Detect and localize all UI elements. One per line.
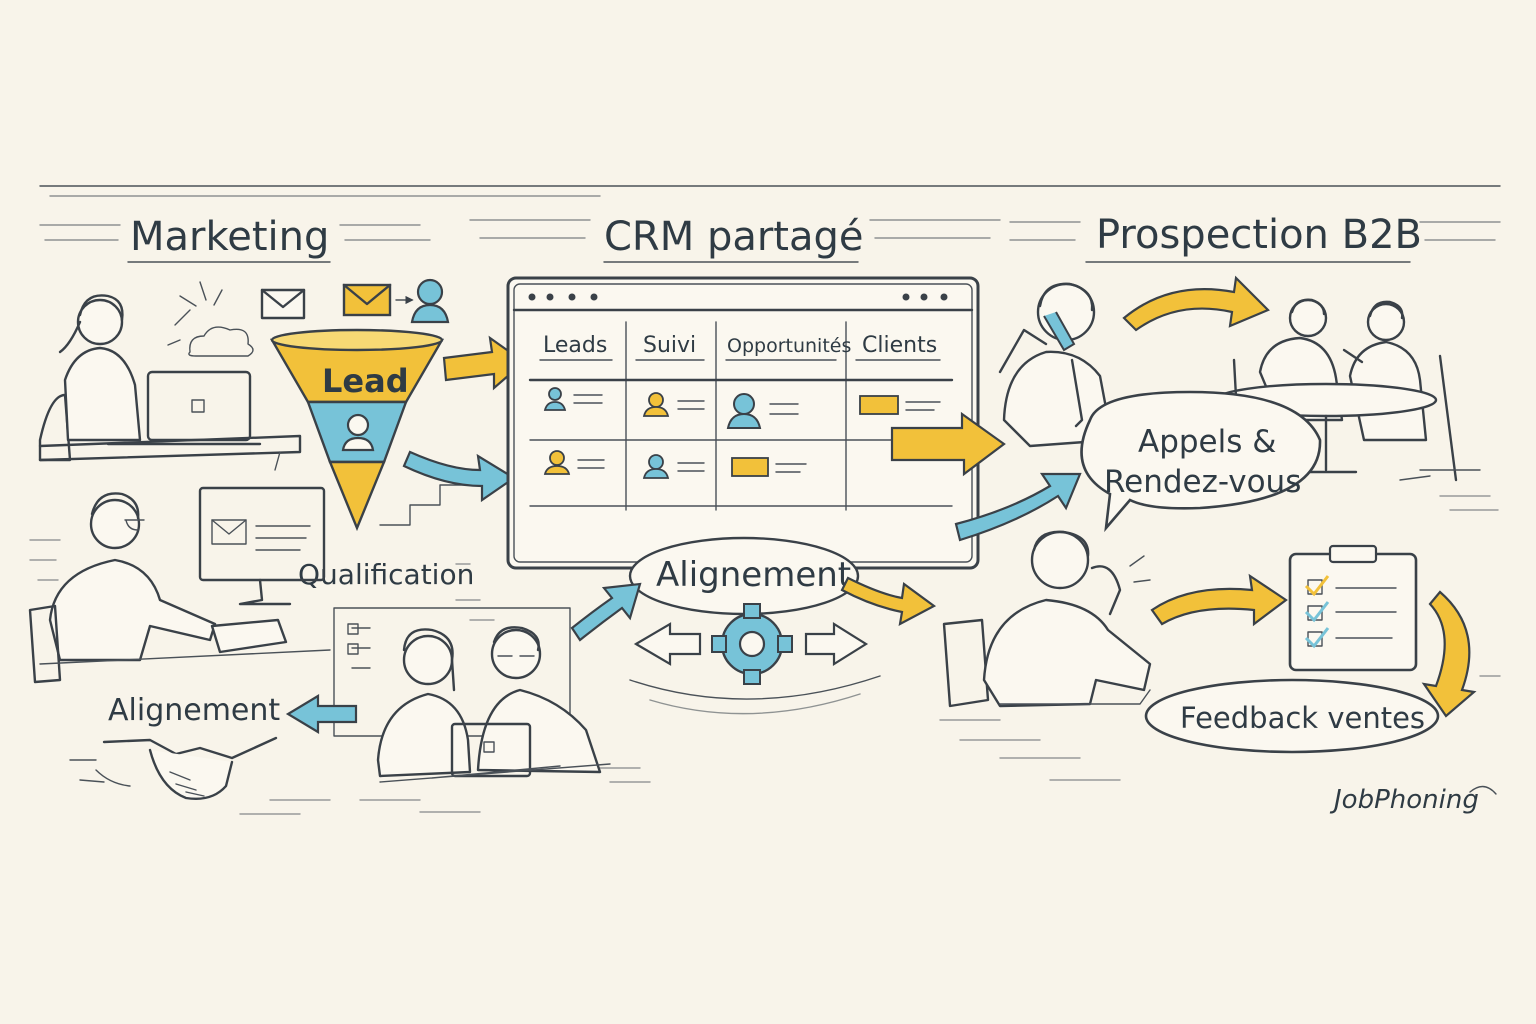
analyst-at-desktop bbox=[28, 486, 331, 684]
arrow-call-to-meeting-yellow bbox=[1122, 275, 1270, 332]
crm-column-opportunites: Opportunités bbox=[727, 335, 851, 357]
funnel-person-icon bbox=[341, 413, 375, 452]
alignment-label-left: Alignement bbox=[108, 693, 280, 728]
diagram-label: Marketing bbox=[130, 214, 329, 260]
team-meeting-at-laptop bbox=[333, 607, 611, 783]
handshake-icon bbox=[69, 736, 278, 800]
arrow-funnel-to-crm-blue bbox=[402, 450, 517, 503]
person-icon-top bbox=[410, 278, 450, 324]
window-dots bbox=[528, 293, 948, 301]
section-title-prospection: Prospection B2B bbox=[1009, 212, 1501, 263]
diagram-label: Appels & bbox=[1138, 424, 1276, 460]
funnel-lead-label: Lead bbox=[322, 362, 409, 400]
sales-rep-on-phone bbox=[998, 282, 1114, 448]
feedback-bubble: Feedback ventes bbox=[1144, 678, 1440, 754]
section-title-marketing: Marketing bbox=[39, 214, 431, 263]
crm-column-leads: Leads bbox=[543, 333, 607, 358]
crm-client-card-1 bbox=[859, 395, 941, 415]
arrow-checklist-to-feedback-yellow bbox=[1421, 590, 1477, 718]
diagram-label: Alignement bbox=[656, 555, 851, 595]
gear-icon bbox=[711, 603, 793, 685]
crm-lead-card-1 bbox=[543, 387, 603, 411]
brand-signature: JobPhoning bbox=[1329, 785, 1479, 815]
qualification-label: Qualification bbox=[298, 558, 474, 591]
crm-window: Leads Suivi Opportunités Clients bbox=[506, 276, 980, 570]
crm-column-clients: Clients bbox=[862, 333, 937, 358]
diagram-label: Feedback ventes bbox=[1180, 701, 1425, 735]
lead-funnel: Lead bbox=[269, 328, 445, 532]
arrow-to-left-alignment-blue bbox=[285, 694, 358, 734]
header-rule bbox=[39, 185, 1501, 197]
checklist-clipboard-icon bbox=[1288, 544, 1418, 672]
arrow-meeting-to-alignment-blue bbox=[570, 582, 642, 642]
crm-opportunity-card-1 bbox=[726, 393, 799, 429]
marketer-at-laptop bbox=[38, 294, 302, 471]
crm-lead-card-2 bbox=[543, 450, 605, 475]
bidirectional-arrow-left-icon bbox=[633, 622, 702, 666]
diagram-label: Rendez-vous bbox=[1104, 464, 1301, 500]
alignment-swirl-lines bbox=[629, 675, 881, 715]
diagram-label: CRM partagé bbox=[604, 214, 864, 260]
email-envelope-yellow-icon bbox=[342, 283, 414, 317]
diagram-label: Prospection B2B bbox=[1096, 212, 1422, 258]
sales-rep-calling bbox=[942, 530, 1152, 708]
qualification-steps bbox=[379, 484, 471, 526]
arrow-alignment-to-right-yellow bbox=[840, 576, 937, 627]
bidirectional-arrow-right-icon bbox=[804, 622, 869, 666]
crm-suivi-card-1 bbox=[642, 392, 705, 417]
email-envelope-icon bbox=[260, 288, 306, 320]
hatch-lines bbox=[29, 495, 1501, 815]
arrow-call-to-checklist-yellow bbox=[1150, 573, 1288, 627]
brand-flourish bbox=[1469, 785, 1497, 795]
arrow-crm-to-prospection-yellow bbox=[890, 411, 1006, 477]
alignment-bubble: Alignement bbox=[628, 536, 860, 616]
crm-column-suivi: Suivi bbox=[643, 333, 696, 358]
arrow-crm-to-calls-blue bbox=[954, 472, 1082, 542]
section-title-crm: CRM partagé bbox=[469, 214, 1001, 263]
calls-appointments-bubble: Appels & Rendez-vous bbox=[1080, 390, 1322, 533]
spark-lines bbox=[179, 281, 223, 307]
cloud-icon bbox=[167, 309, 254, 357]
crm-opportunity-card-2 bbox=[731, 457, 807, 477]
crm-suivi-card-2 bbox=[642, 454, 705, 479]
